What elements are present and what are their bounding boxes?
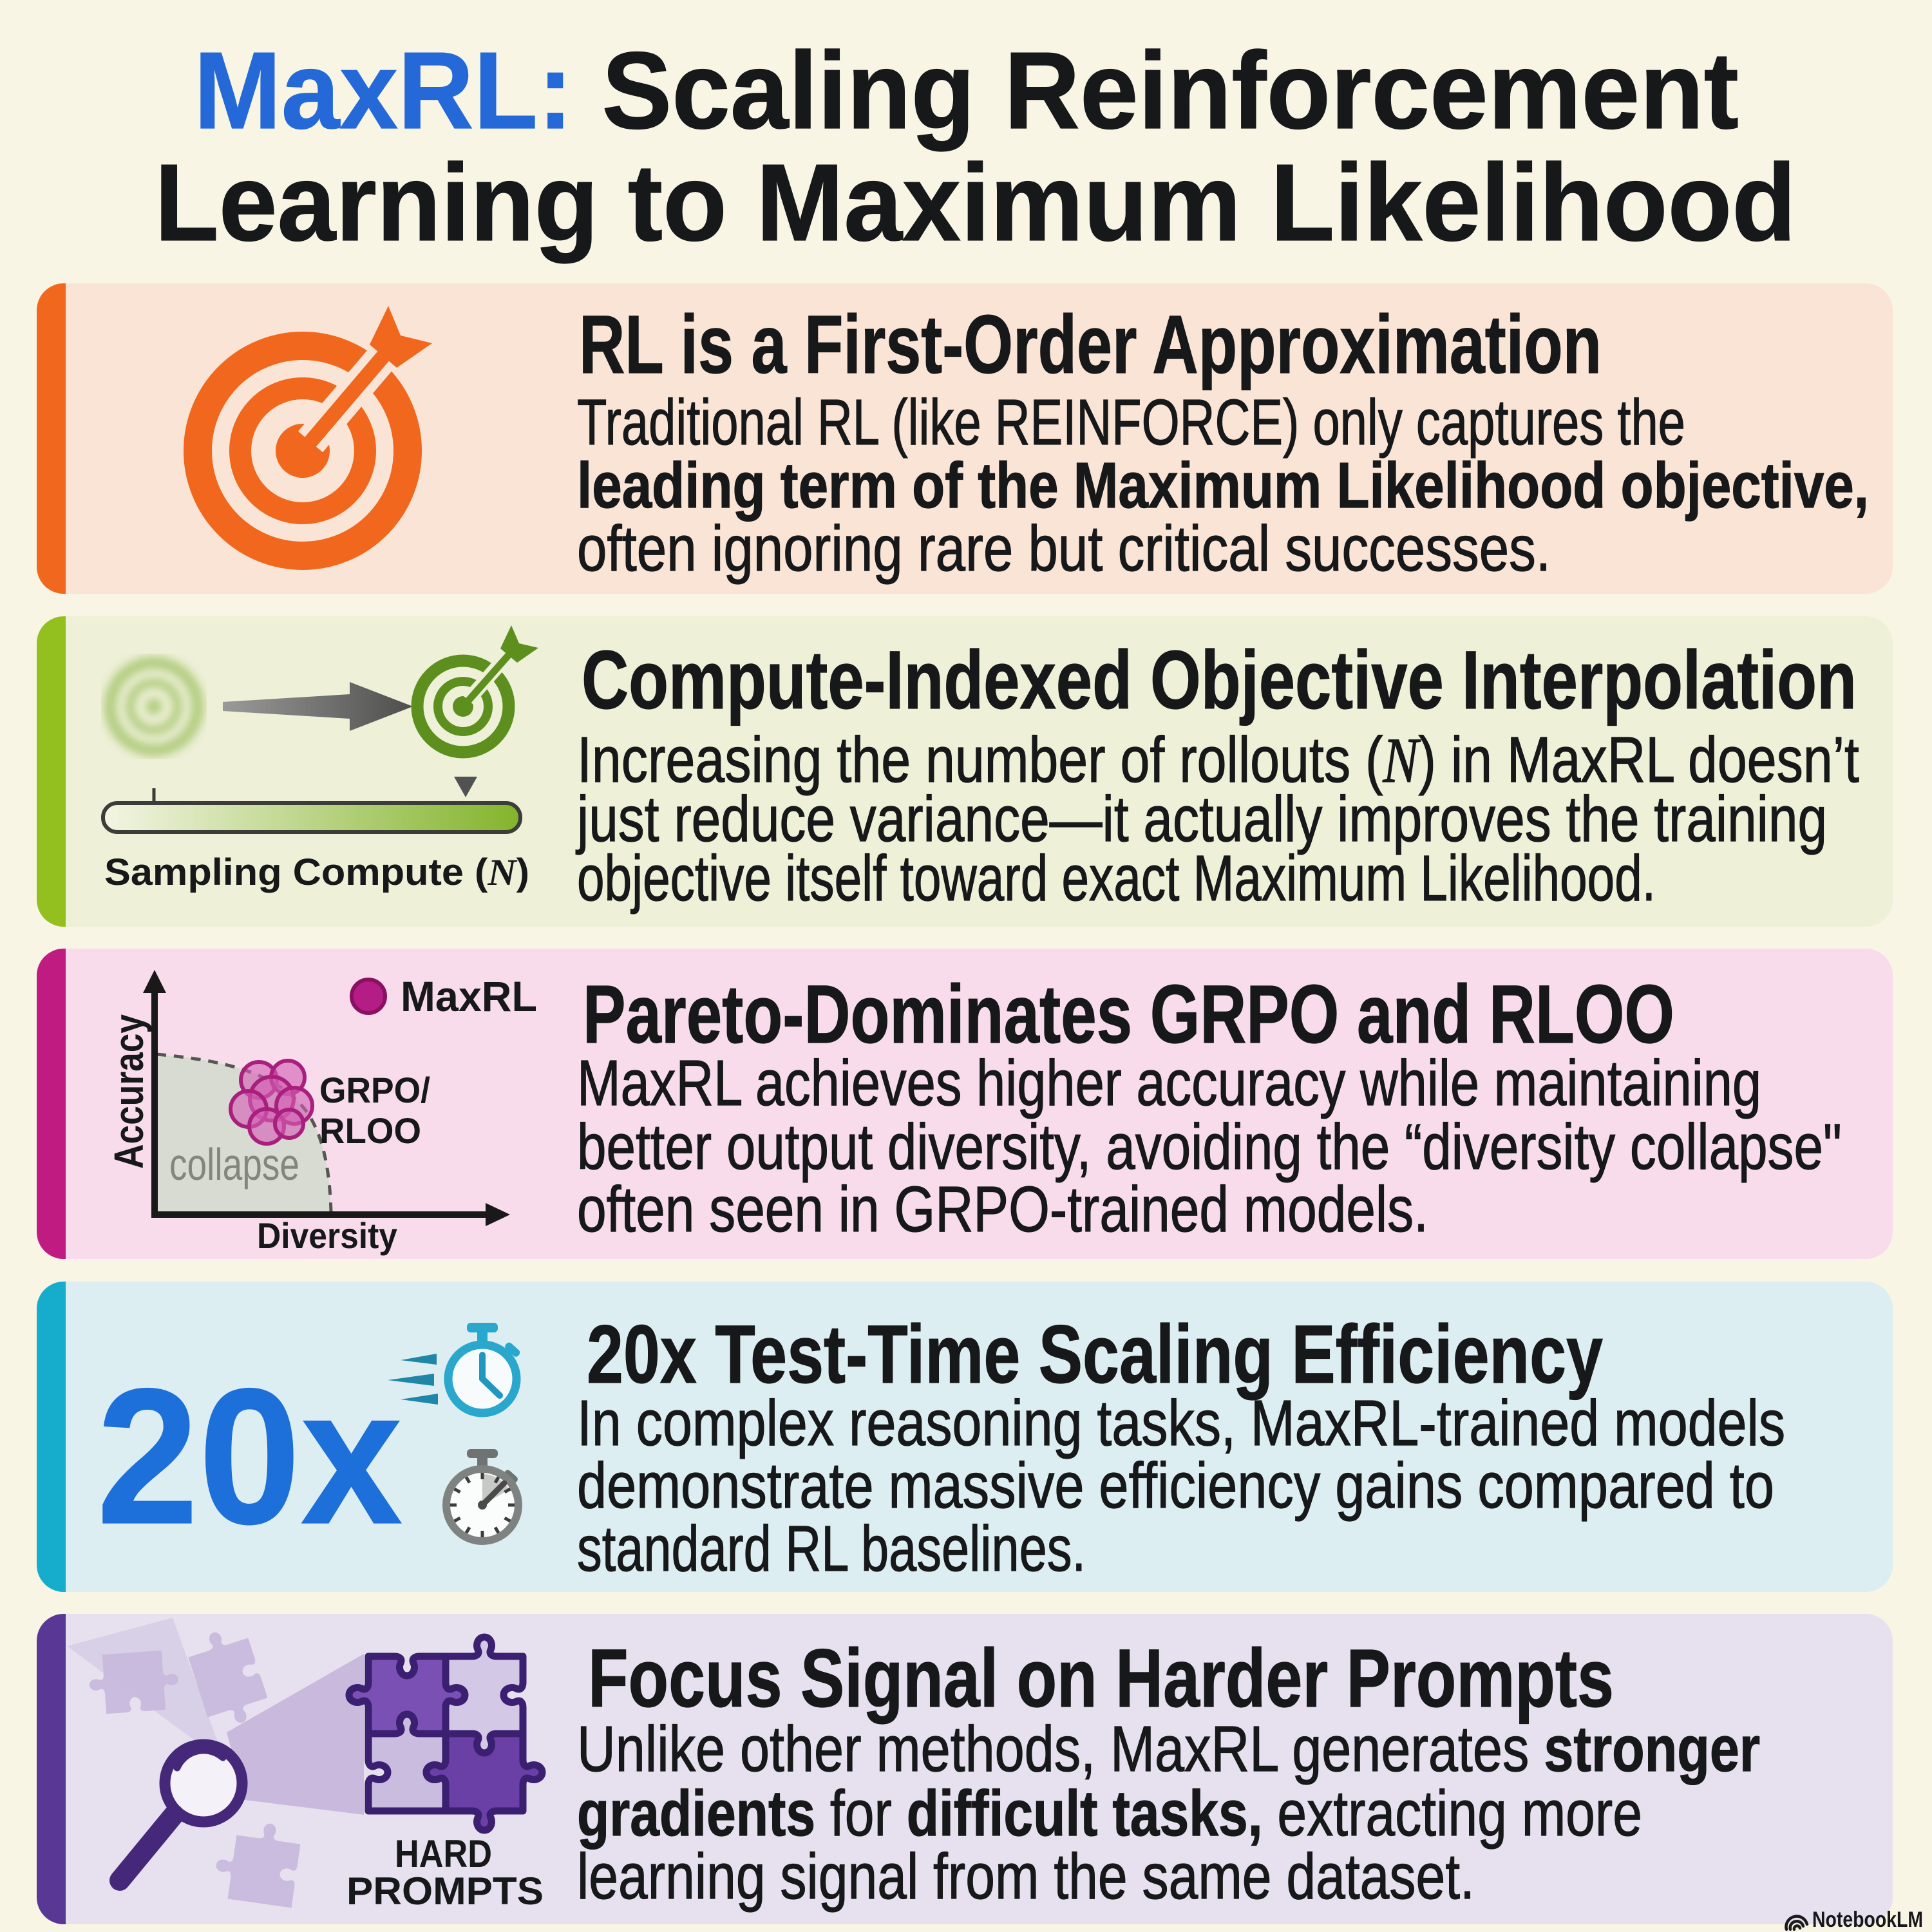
svg-text:GRPO/: GRPO/ — [319, 1070, 430, 1110]
svg-text:Diversity: Diversity — [257, 1215, 397, 1256]
svg-text:Accuracy: Accuracy — [106, 1014, 152, 1169]
svg-text:RLOO: RLOO — [319, 1110, 421, 1151]
svg-text:PROMPTS: PROMPTS — [346, 1870, 544, 1913]
svg-text:HARD: HARD — [395, 1832, 492, 1875]
svg-text:MaxRL: MaxRL — [401, 972, 537, 1020]
svg-text:NotebookLM: NotebookLM — [1812, 1908, 1923, 1932]
svg-text:Sampling Compute (N): Sampling Compute (N) — [104, 851, 529, 893]
svg-text:collapse: collapse — [169, 1139, 299, 1189]
